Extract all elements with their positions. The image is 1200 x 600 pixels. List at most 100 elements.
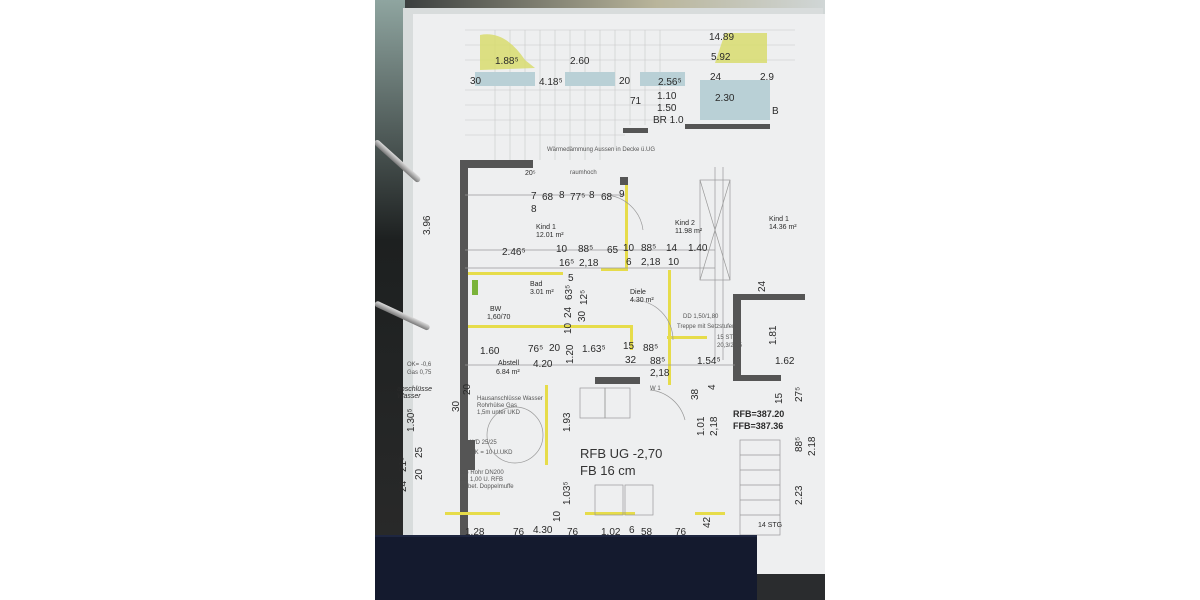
note: 15 STG [717,335,738,341]
dim-label: 1.54⁵ [697,356,721,367]
note: einbet. Doppelmuffe [460,484,514,490]
dim-label: 1.28 [465,527,485,538]
dim-label: 71 [630,96,642,107]
note: Gas 0,75 [407,370,432,376]
dim-label: 1.20 [565,344,576,364]
dim-label: 1.02 [601,527,621,538]
dim-label: 32 [625,355,637,366]
dim-label: 10 [563,322,574,334]
dim-label: 4 [707,384,718,390]
dim-label: 7 [531,191,537,202]
room-area: 6.84 m² [496,369,520,376]
dim-label: 30 [451,400,462,412]
dim-label: 2.60 [570,56,590,67]
dim-label: 88⁵ [643,343,659,354]
room-area: 4.30 m² [630,297,654,304]
note: KG Rohr DN200 [460,470,504,476]
dim-label: 1.62 [775,356,795,367]
dim-label: 2.9 [760,72,774,83]
dim-label: 8 [531,204,537,215]
dim-label: 68 [601,192,613,203]
room-name: Bad [530,281,543,288]
dim-label: 77⁵ [570,192,586,203]
dim-label: 88⁵ [578,244,594,255]
dim-label: 2.30 [715,93,735,104]
dim-label: 16⁵ [559,258,575,269]
note: Wärmedämmung Aussen in Decke ü.UG [547,147,656,153]
dim-label: 1.93 [562,412,573,432]
dim-label: 10 [623,243,635,254]
dim-label: 12⁵ [579,289,590,305]
dim-label: 2.18 [807,436,818,456]
dim-label: BR 1.0 [653,115,684,126]
note: UK 1,00 U. RFB [460,477,504,483]
dim-label: 20 [549,343,561,354]
dim-label: 5 [568,273,574,284]
room-name: Kind 1 [769,216,789,223]
level-label: RFB=387.20 [733,409,785,419]
binder-cover [375,535,757,600]
note: Treppe mit Setzstufen [677,324,736,330]
dim-label: 14.89 [709,32,735,43]
dim-label: 5.92 [711,52,731,63]
dim-label: 3.96 [422,215,433,235]
dim-label: 2,18 [641,257,661,268]
dim-label: 2.56⁵ [658,77,682,88]
dim-label: 1,60/70 [487,314,511,321]
note: WD 25/25 [470,440,497,446]
note: DD 1,50/1,80 [683,314,719,320]
dim-label: 8 [589,190,595,201]
dim-label: 76⁵ [528,344,544,355]
room-area: 3.01 m² [530,289,554,296]
dim-label: 76 [513,527,525,538]
dim-label: 1.88⁵ [495,56,519,67]
floor-plan-drawing [445,29,805,540]
room-area: 11.98 m² [675,228,703,235]
dim-label: 2.46⁵ [502,247,526,258]
floor-thickness-label: FB 16 cm [580,463,636,478]
dim-label: 76 [675,527,687,538]
dim-label: 2.23 [794,485,805,505]
marker-label: W 1 [650,386,661,392]
floor-plan-photo: 1.88⁵ 2.60 14.89 5.92 30 4.18⁵ 20 2.56⁵ … [375,0,825,600]
room-name: Diele [630,289,646,296]
level-label: FFB=387.36 [733,421,784,431]
dim-label: 1.63⁵ [582,344,606,355]
note: Hausanschlüsse Wasser [477,396,543,402]
dim-label: 15 [623,341,635,352]
dim-label: 9 [619,189,625,200]
dim-label: 1.50 [657,103,677,114]
dim-label: BW [490,306,502,313]
dim-label: 63⁵ [564,284,575,300]
dim-label: 1.81 [768,325,779,345]
dim-label: 38 [690,388,701,400]
note: raumhoch [570,170,597,176]
room-area: 14.36 m² [769,224,797,231]
dim-label: 58 [641,527,653,538]
dim-label: 20 [619,76,631,87]
dim-label: 24 [757,280,768,292]
dim-label: 1.30⁵ [406,408,417,432]
dim-label: 6 [626,257,632,268]
note: 14 STG [758,522,783,529]
dim-label: 15 [774,392,785,404]
dim-label: 76 [567,527,579,538]
dim-label: 4.30 [533,525,553,536]
room-name: Abstell [498,360,520,367]
dim-label: 20⁵ [525,170,536,177]
dim-label: 4.20 [533,359,553,370]
dim-label: 21⁵ [398,456,409,472]
dim-label: 88⁵ [794,436,805,452]
dim-label: 1.10 [657,91,677,102]
dim-label: 68 [542,192,554,203]
floor-level-label: RFB UG -2,70 [580,446,663,461]
dim-label: 10 [552,510,563,522]
note: 20,3/23,5 [717,343,743,349]
dim-label: 8 [559,190,565,201]
note: Rohrhülse Gas [477,403,518,409]
dim-label: 1.60 [480,346,500,357]
dim-label: 20 [414,468,425,480]
room-name: Kind 1 [536,224,556,231]
note: OK= -0,6 [407,362,432,368]
dim-label: 88⁵ [641,243,657,254]
